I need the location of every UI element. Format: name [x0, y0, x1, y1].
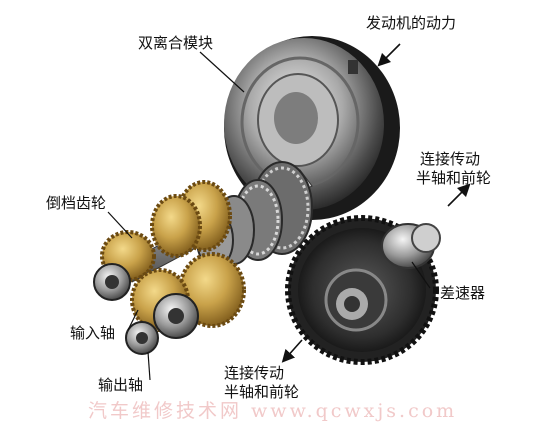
bearing-input [93, 263, 131, 301]
label-left-halfshaft-line2: 半轴和前轮 [224, 383, 300, 401]
label-differential: 差速器 [440, 284, 486, 302]
arrow-right-halfshaft [447, 183, 471, 207]
label-right-halfshaft-line1: 连接传动 [420, 150, 481, 168]
label-output-shaft: 输出轴 [98, 376, 144, 394]
leader-clutch [199, 51, 245, 93]
label-dual-clutch-module: 双离合模块 [138, 34, 214, 52]
leader-reverse-gear [107, 211, 133, 239]
leader-lines [107, 51, 431, 381]
arrows [281, 43, 471, 363]
watermark: 汽车维修技术网 www.qcwxjs.com [88, 400, 458, 422]
arrow-engine-power [377, 43, 401, 67]
brass-gear-cluster [100, 180, 246, 332]
differential-housing [381, 223, 441, 269]
leader-differential [411, 261, 431, 289]
label-engine-power: 发动机的动力 [366, 14, 457, 32]
arrow-left-halfshaft [281, 339, 303, 363]
label-input-shaft: 输入轴 [70, 324, 116, 342]
label-right-halfshaft-line2: 半轴和前轮 [416, 169, 492, 187]
leader-input-shaft [127, 309, 139, 331]
label-left-halfshaft-line1: 连接传动 [224, 364, 285, 382]
leader-output-shaft [147, 351, 151, 381]
label-reverse-gear: 倒档齿轮 [46, 194, 107, 212]
bearing-output [125, 293, 199, 355]
